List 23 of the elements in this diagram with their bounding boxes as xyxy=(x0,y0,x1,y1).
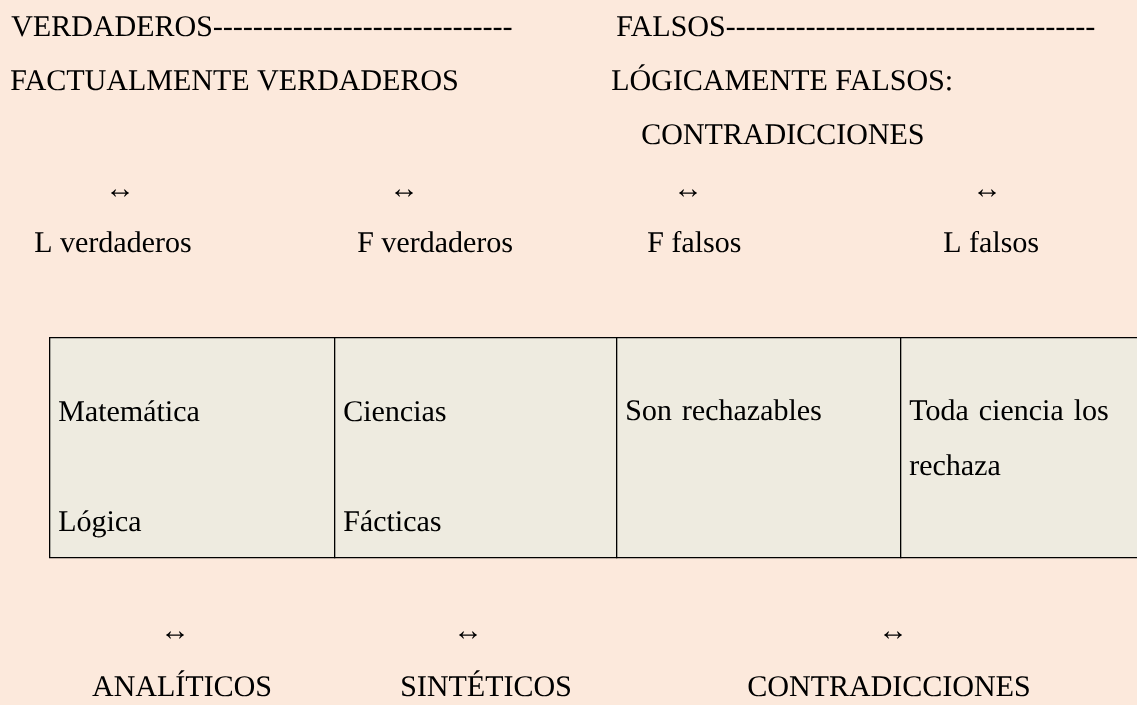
label-text: F verdaderos xyxy=(358,231,512,253)
double-arrow-symbol: ↔ xyxy=(459,631,477,639)
double-arrow-symbol: ↔ xyxy=(978,189,996,197)
heading-text: FACTUALMENTE VERDADEROS xyxy=(11,70,457,91)
label-text: L verdaderos xyxy=(35,231,191,253)
double-arrow-symbol: ↔ xyxy=(884,631,902,639)
heading-text: SINTÉTICOS xyxy=(402,670,570,697)
table-cell: Son rechazables xyxy=(616,337,902,559)
table-cell: Matemática Lógica xyxy=(49,337,336,559)
table-cell: Toda ciencia los rechaza xyxy=(900,337,1137,559)
heading-text: ANALÍTICOS xyxy=(92,670,271,697)
label-text: F falsos xyxy=(648,230,741,253)
heading-text: FALSOS------------------------------------- xyxy=(617,16,1095,37)
heading-text: CONTRADICCIONES xyxy=(748,676,1029,697)
label-text: L falsos xyxy=(944,230,1038,253)
double-arrow-symbol: ↔ xyxy=(166,631,184,639)
double-arrow-symbol: ↔ xyxy=(395,189,413,197)
heading-text: CONTRADICCIONES xyxy=(642,124,923,145)
heading-text: LÓGICAMENTE FALSOS: xyxy=(612,64,951,91)
double-arrow-symbol: ↔ xyxy=(111,189,129,197)
double-arrow-symbol: ↔ xyxy=(679,189,697,197)
heading-text: VERDADEROS------------------------------ xyxy=(11,16,512,37)
table-cell: Ciencias Fácticas xyxy=(334,337,618,559)
